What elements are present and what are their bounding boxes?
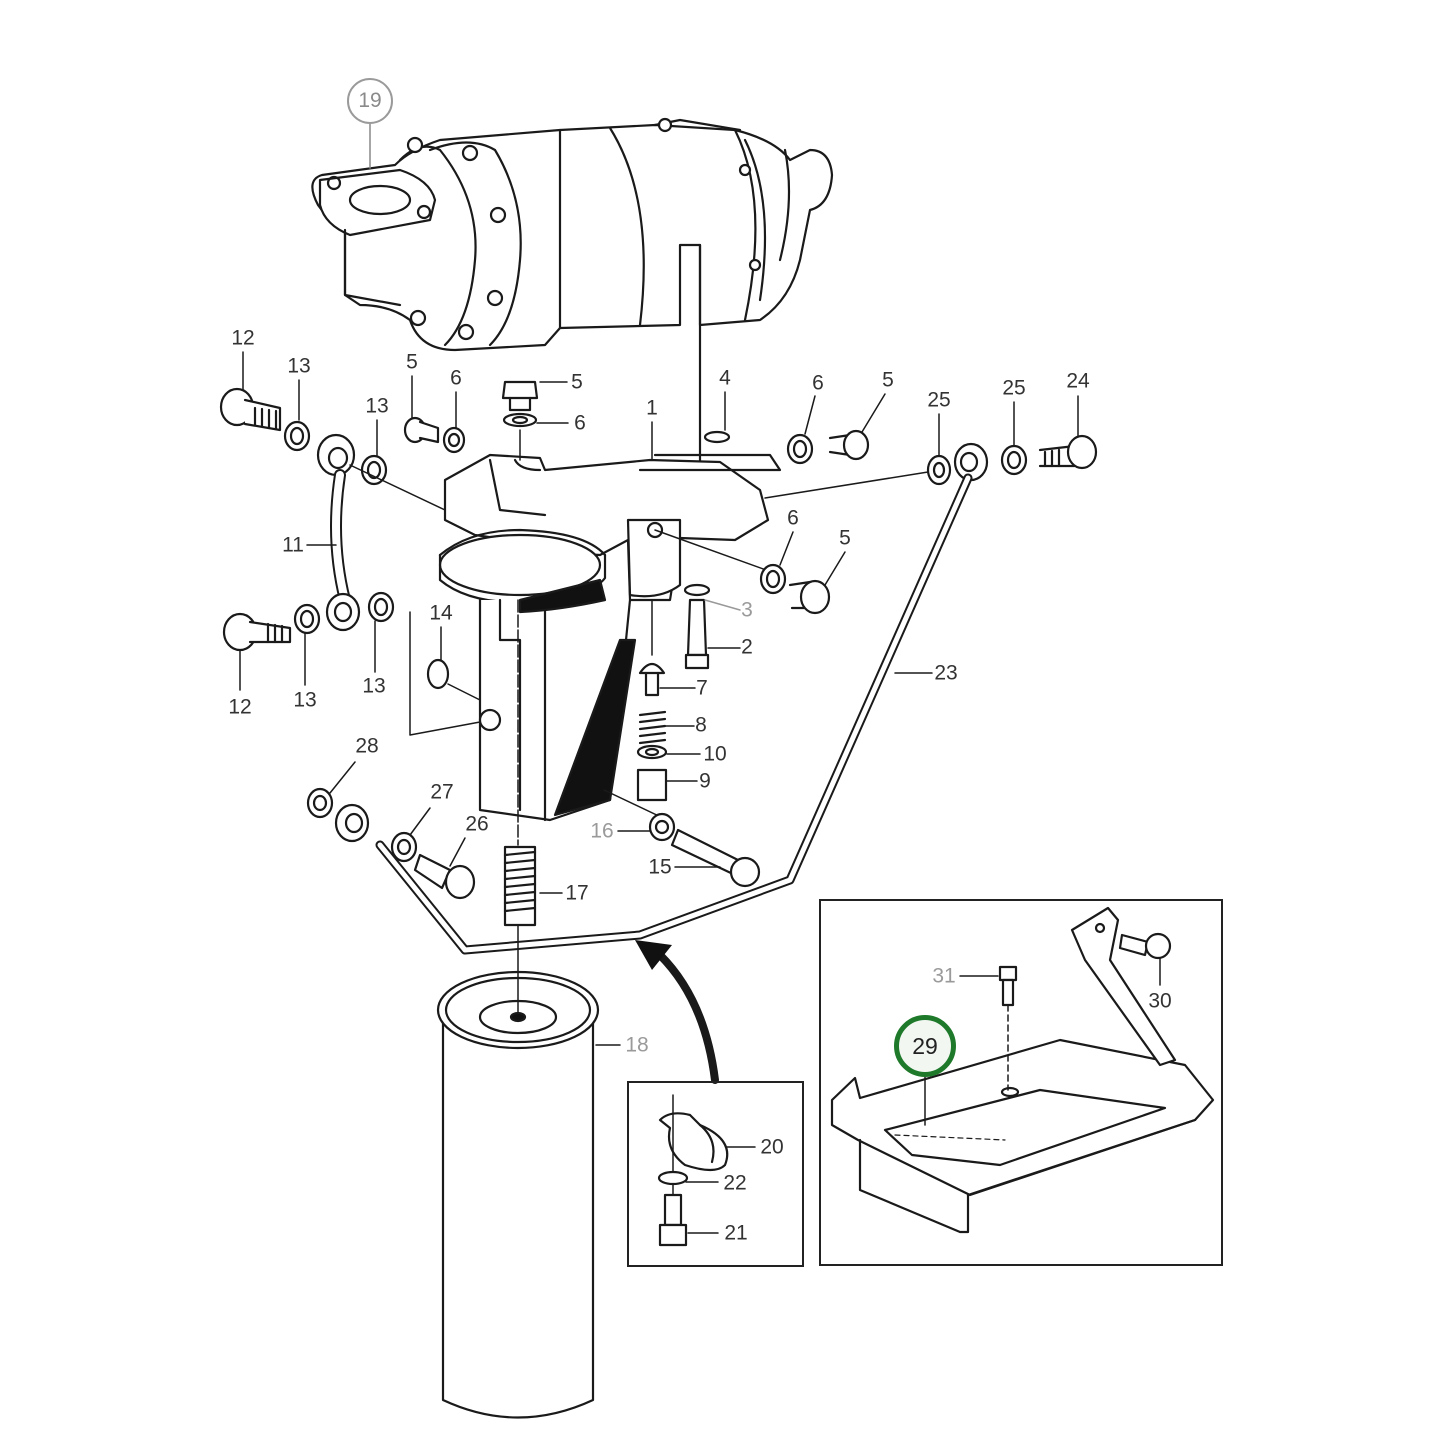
right-fittings-drawing	[375, 395, 1098, 955]
center-bolts-drawing	[503, 583, 761, 927]
callout-16[interactable]: 16	[590, 819, 614, 843]
callout-23[interactable]: 23	[934, 661, 958, 685]
callout-9[interactable]: 9	[699, 769, 711, 793]
filter-cartridge-drawing	[436, 924, 621, 1419]
callout-5[interactable]: 5	[839, 526, 851, 550]
callout-21[interactable]: 21	[724, 1221, 748, 1245]
callout-15[interactable]: 15	[648, 855, 672, 879]
callout-3[interactable]: 3	[741, 598, 753, 622]
callout-13[interactable]: 13	[365, 394, 389, 418]
callout-19[interactable]: 19	[347, 78, 393, 124]
callout-10[interactable]: 10	[703, 742, 727, 766]
callout-12[interactable]: 12	[228, 695, 252, 719]
clamp-detail-inset	[627, 1081, 804, 1267]
callout-4[interactable]: 4	[719, 366, 731, 390]
callout-29-highlighted[interactable]: 29	[894, 1015, 956, 1077]
callout-5[interactable]: 5	[571, 370, 583, 394]
callout-25[interactable]: 25	[1002, 376, 1026, 400]
tray-detail-inset	[819, 899, 1223, 1266]
callout-6[interactable]: 6	[787, 506, 799, 530]
callout-13[interactable]: 13	[362, 674, 386, 698]
clamp-inset-drawing	[657, 1094, 756, 1247]
pump-assembly-drawing	[311, 117, 834, 472]
lower-left-fittings-drawing	[306, 761, 476, 900]
callout-12[interactable]: 12	[231, 326, 255, 350]
callout-6[interactable]: 6	[450, 366, 462, 390]
callout-17[interactable]: 17	[565, 881, 589, 905]
callout-27[interactable]: 27	[430, 780, 454, 804]
callout-7[interactable]: 7	[696, 676, 708, 700]
callout-1[interactable]: 1	[646, 396, 658, 420]
callout-18[interactable]: 18	[625, 1033, 649, 1057]
callout-20[interactable]: 20	[760, 1135, 784, 1159]
callout-6[interactable]: 6	[574, 411, 586, 435]
left-fittings-drawing	[219, 351, 481, 736]
callout-31[interactable]: 31	[932, 964, 956, 988]
callout-14[interactable]: 14	[429, 601, 453, 625]
callout-2[interactable]: 2	[741, 635, 753, 659]
callout-13[interactable]: 13	[293, 688, 317, 712]
callout-5[interactable]: 5	[882, 368, 894, 392]
detail-arrow	[656, 951, 719, 1084]
callout-24[interactable]: 24	[1066, 369, 1090, 393]
callout-13[interactable]: 13	[287, 354, 311, 378]
callout-28[interactable]: 28	[355, 734, 379, 758]
callout-25[interactable]: 25	[927, 388, 951, 412]
callout-30[interactable]: 30	[1148, 989, 1172, 1013]
callout-6[interactable]: 6	[812, 371, 824, 395]
callout-22[interactable]: 22	[723, 1171, 747, 1195]
callout-11[interactable]: 11	[282, 533, 304, 557]
filter-head-drawing	[438, 453, 782, 822]
tray-inset-drawing	[830, 906, 1215, 1234]
callout-26[interactable]: 26	[465, 812, 489, 836]
top-bolts-drawing	[403, 375, 886, 465]
callout-5[interactable]: 5	[406, 350, 418, 374]
callout-8[interactable]: 8	[695, 713, 707, 737]
